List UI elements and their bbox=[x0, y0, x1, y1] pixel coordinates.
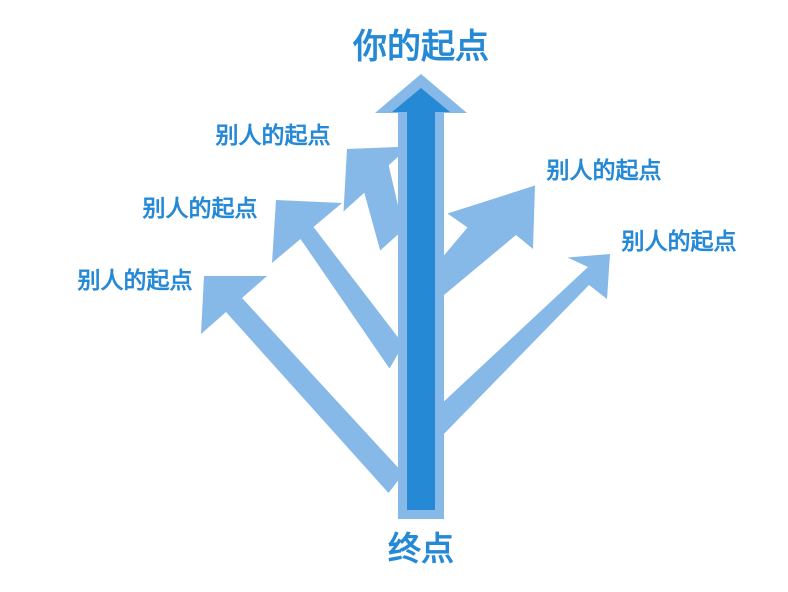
branch-label-lower-left: 别人的起点 bbox=[77, 267, 193, 294]
title-label: 你的起点 bbox=[352, 27, 489, 67]
branch-label-middle-left: 别人的起点 bbox=[142, 195, 258, 222]
branch-label-upper-left: 别人的起点 bbox=[215, 122, 331, 149]
branch-arrow-lower-left bbox=[201, 276, 404, 493]
labels: 你的起点 终点 别人的起点 别人的起点 别人的起点 别人的起点 别人的起点 bbox=[77, 27, 737, 568]
branch-label-lower-right: 别人的起点 bbox=[621, 228, 737, 255]
main-arrow-shaft bbox=[392, 88, 450, 510]
branch-arrow-lower-right bbox=[438, 254, 610, 440]
branch-arrows bbox=[201, 146, 610, 493]
branch-label-upper-right: 别人的起点 bbox=[546, 157, 662, 184]
branch-arrow-upper-right bbox=[438, 185, 535, 300]
branch-arrow-upper-left bbox=[343, 146, 410, 251]
end-label: 终点 bbox=[388, 529, 454, 568]
main-arrow bbox=[375, 74, 467, 519]
branch-arrow-middle-left bbox=[272, 200, 404, 369]
